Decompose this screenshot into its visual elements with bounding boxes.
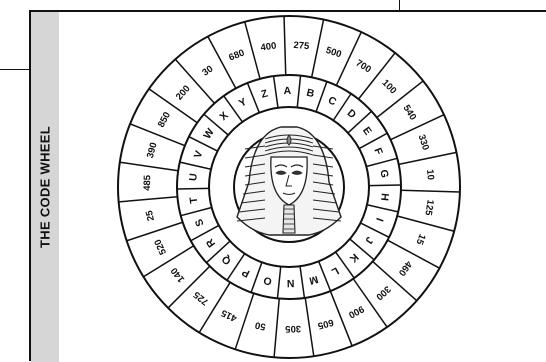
wheel-letter: O [262, 274, 273, 288]
number-divider [274, 299, 279, 358]
pharaoh-mask-image [237, 127, 341, 235]
right-eye [292, 171, 302, 175]
letter-divider [189, 137, 218, 151]
wheel-letter: N [287, 277, 295, 289]
number-divider [235, 293, 254, 349]
wheel-number: 900 [347, 303, 366, 320]
wheel-letter: D [345, 107, 359, 121]
wheel-number: 520 [152, 237, 169, 256]
number-divider [401, 190, 460, 192]
wheel-letter: X [217, 109, 230, 123]
wheel-number: 460 [396, 259, 414, 278]
number-divider [399, 152, 457, 164]
wheel-number: 390 [145, 141, 160, 159]
number-divider [127, 222, 183, 241]
wheel-number: 300 [373, 283, 392, 302]
wheel-number: 400 [260, 40, 277, 53]
wheel-letter: W [201, 126, 217, 141]
wheel-letter: L [329, 264, 341, 278]
letter-divider [180, 162, 211, 169]
number-divider [397, 216, 454, 231]
wheel-letter: I [373, 216, 385, 223]
number-divider [130, 124, 185, 146]
wheel-letter: U [187, 173, 200, 182]
wheel-letter: A [283, 85, 291, 97]
wheel-letter: Y [237, 96, 249, 110]
wheel-letter: K [347, 251, 361, 265]
letter-divider [177, 188, 209, 189]
wheel-number: 485 [142, 174, 153, 191]
letter-divider [360, 223, 389, 237]
letter-divider [367, 205, 398, 212]
wheel-letter: R [204, 236, 218, 249]
wheel-number: 25 [144, 209, 157, 222]
wheel-number: 140 [169, 265, 187, 284]
wheel-letter: S [193, 217, 207, 228]
wheel-number: 100 [380, 77, 399, 96]
wheel-number: 305 [284, 323, 301, 334]
wheel-letter: M [308, 273, 320, 287]
number-divider [149, 89, 197, 123]
number-divider [336, 32, 361, 85]
left-eye [276, 171, 286, 175]
letter-divider [251, 262, 262, 292]
letter-divider [319, 261, 331, 291]
wheel-number: 330 [416, 133, 431, 152]
wheel-number: 700 [354, 58, 373, 76]
wheel-letter: H [378, 193, 391, 202]
wheel-letter: P [240, 266, 252, 280]
wheel-number: 605 [316, 316, 335, 331]
wheel-number: 30 [200, 64, 215, 79]
letter-divider [300, 266, 304, 298]
letter-divider [247, 83, 259, 113]
letter-divider [366, 158, 397, 166]
letter-divider [369, 185, 401, 186]
number-divider [312, 20, 324, 78]
wheel-letter: F [371, 146, 385, 157]
wheel-number: 415 [219, 307, 239, 324]
number-divider [305, 298, 314, 356]
wheel-number: 725 [191, 288, 211, 307]
number-divider [284, 16, 286, 75]
wheel-number: 10 [424, 169, 436, 180]
wheel-number: 50 [254, 319, 267, 332]
number-divider [120, 162, 178, 171]
wheel-letter: Z [260, 87, 270, 100]
wheel-number: 540 [401, 103, 419, 122]
number-divider [119, 197, 178, 202]
letter-divider [297, 76, 300, 108]
wheel-letter: G [378, 169, 391, 179]
wheel-number: 125 [422, 199, 435, 217]
wheel-number: 500 [324, 45, 343, 60]
letter-divider [181, 207, 212, 215]
wheel-number: 850 [156, 110, 173, 129]
wheel-letter: J [362, 234, 375, 246]
wheel-number: 680 [227, 47, 246, 63]
number-divider [353, 279, 387, 327]
letter-divider [277, 267, 280, 299]
wheel-number: 275 [293, 40, 310, 52]
wheel-letter: Q [220, 253, 234, 267]
wheel-number: 15 [413, 232, 427, 247]
wheel-letter: B [305, 87, 315, 100]
wheel-letter: C [326, 94, 339, 108]
letter-divider [316, 82, 327, 112]
number-divider [245, 22, 260, 79]
letter-divider [274, 76, 278, 108]
number-divider [330, 291, 352, 346]
wheel-number: 200 [174, 83, 193, 102]
wheel-letter: T [187, 196, 200, 205]
wheel-letter: V [192, 149, 206, 160]
wheel-letter: E [360, 125, 374, 138]
